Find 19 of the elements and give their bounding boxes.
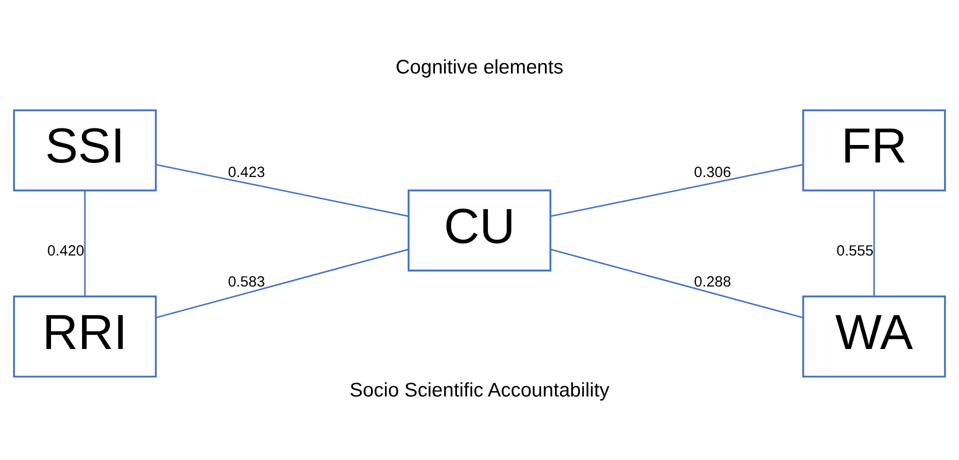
connector <box>550 163 804 216</box>
connector <box>156 163 409 216</box>
connector <box>550 248 804 318</box>
connector <box>84 190 86 296</box>
edge-label: 0.306 <box>694 164 732 180</box>
node-box: FR <box>802 108 946 191</box>
edge-label: 0.555 <box>836 242 874 259</box>
edge-label: 0.423 <box>228 164 265 180</box>
node-box: SSI <box>13 108 157 191</box>
node-box: RRI <box>13 295 157 378</box>
node-box: CU <box>408 189 552 271</box>
label: Socio Scientific Accountability <box>350 379 610 402</box>
edge-label: 0.420 <box>47 242 84 259</box>
label: Cognitive elements <box>396 56 564 78</box>
edge-label: 0.288 <box>694 274 732 290</box>
node-box: WA <box>802 295 946 378</box>
connector <box>873 190 875 296</box>
edge-label: 0.583 <box>228 274 265 290</box>
connector <box>156 248 409 318</box>
